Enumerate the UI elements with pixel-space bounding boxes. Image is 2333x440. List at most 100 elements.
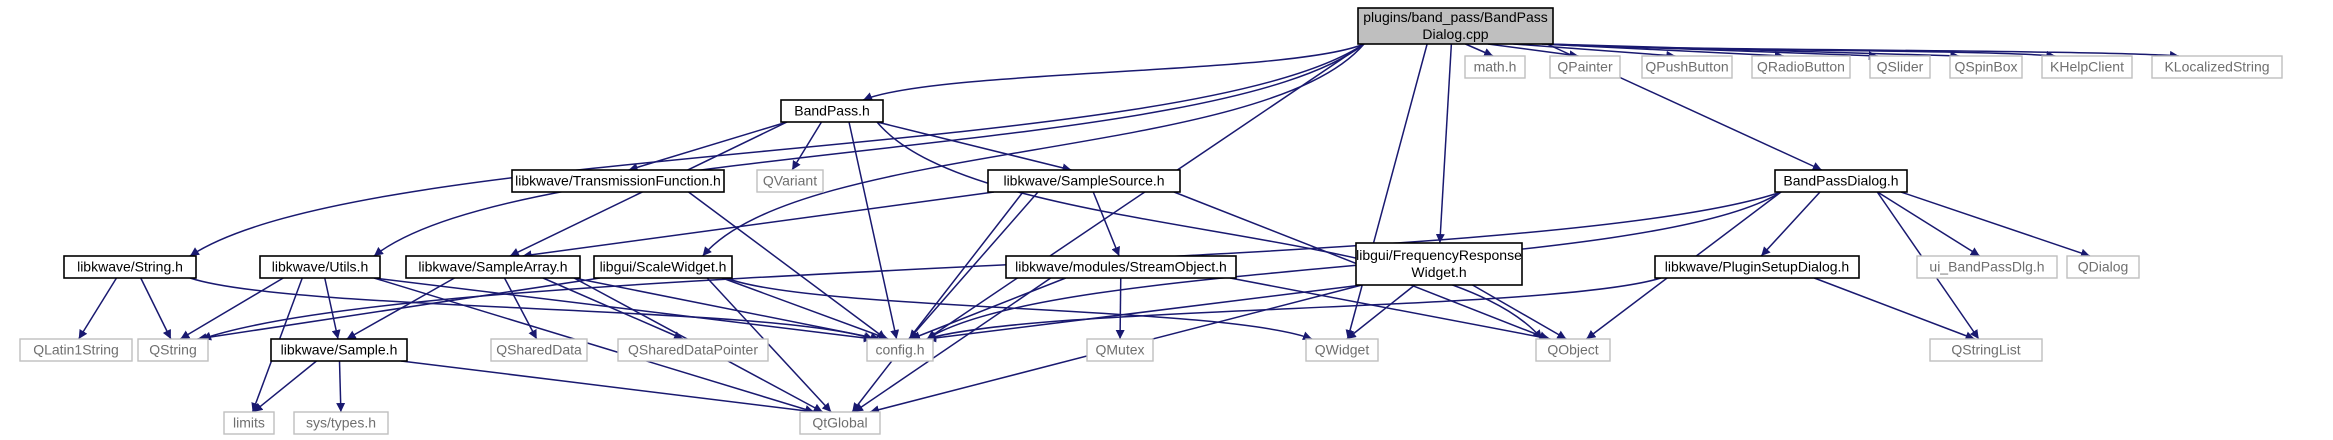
node-label: sys/types.h	[306, 415, 376, 431]
node-qobject: QObject	[1535, 338, 1611, 362]
edges-layer	[78, 43, 2179, 416]
node-label: QString	[149, 342, 196, 358]
edge-bandpassdialog-h-to-config-h	[926, 191, 1782, 340]
edge-scalewidget-to-qwidget	[725, 277, 1313, 341]
node-box	[1355, 242, 1523, 286]
node-label: QSpinBox	[1954, 59, 2017, 75]
node-label: QVariant	[763, 173, 817, 189]
node-box	[490, 338, 588, 362]
node-box	[756, 169, 824, 193]
node-box	[593, 255, 733, 279]
node-pluginsetup[interactable]: libkwave/PluginSetupDialog.h	[1654, 255, 1860, 279]
node-label: BandPass.h	[794, 103, 870, 119]
node-box	[1751, 55, 1851, 79]
edge-samplearray-to-config-h	[573, 277, 880, 342]
edge-samplesource-to-config-h	[908, 191, 1039, 340]
edge-bandpassdialog-h-to-qstring	[201, 191, 1782, 341]
node-label: QLatin1String	[33, 342, 119, 358]
node-qshareddatapointer: QSharedDataPointer	[617, 338, 769, 362]
edge-string-h-to-config-h	[189, 277, 874, 341]
node-label: Widget.h	[1411, 264, 1466, 280]
node-label: QWidget	[1315, 342, 1370, 358]
node-label: libkwave/Utils.h	[272, 259, 368, 275]
edge-root-to-freqresp	[1435, 43, 1453, 244]
node-label: Dialog.cpp	[1422, 26, 1488, 42]
edge-root-to-qwidget	[1345, 43, 1428, 340]
node-qradiobutton: QRadioButton	[1751, 55, 1851, 79]
edge-samplesource-to-streamobject	[1092, 191, 1120, 257]
node-samplearray[interactable]: libkwave/SampleArray.h	[405, 255, 581, 279]
node-label: QStringList	[1951, 342, 2020, 358]
node-qslider: QSlider	[1869, 55, 1931, 79]
node-box	[1305, 338, 1379, 362]
edge-root-to-bandpass-h	[862, 43, 1365, 101]
node-label: BandPassDialog.h	[1783, 173, 1898, 189]
node-klocalizedstring: KLocalizedString	[2151, 55, 2283, 79]
edge-sample-h-to-qtglobal	[400, 360, 816, 416]
node-box	[270, 338, 408, 362]
node-qlatin1string: QLatin1String	[19, 338, 133, 362]
node-box	[2066, 255, 2140, 279]
edge-sample-h-to-limits	[253, 360, 317, 413]
node-label: QSharedDataPointer	[628, 342, 758, 358]
node-samplesource[interactable]: libkwave/SampleSource.h	[987, 169, 1181, 193]
node-label: QtGlobal	[812, 415, 867, 431]
edge-root-to-string-h	[189, 43, 1365, 257]
node-box	[1929, 338, 2043, 362]
node-label: libkwave/SampleArray.h	[418, 259, 567, 275]
node-label: QMutex	[1095, 342, 1144, 358]
node-bandpass-h[interactable]: BandPass.h	[780, 99, 884, 123]
node-string-h[interactable]: libkwave/String.h	[63, 255, 197, 279]
node-box	[1464, 55, 1526, 79]
nodes-layer: plugins/band_pass/BandPassDialog.cppBand…	[19, 7, 2283, 435]
node-label: math.h	[1474, 59, 1517, 75]
node-utils-h[interactable]: libkwave/Utils.h	[259, 255, 381, 279]
edge-utils-h-to-qstring	[179, 277, 284, 340]
node-label: libkwave/Sample.h	[281, 342, 398, 358]
edge-streamobject-to-config-h	[910, 277, 1067, 340]
node-root[interactable]: plugins/band_pass/BandPassDialog.cpp	[1357, 7, 1554, 45]
node-box	[1641, 55, 1733, 79]
node-qshareddata: QSharedData	[490, 338, 588, 362]
node-ui-bandpassdlg: ui_BandPassDlg.h	[1916, 255, 2058, 279]
node-limits: limits	[223, 411, 275, 435]
edge-samplearray-to-qshareddatapointer	[542, 277, 684, 340]
edge-root-to-utils-h	[373, 43, 1365, 257]
node-box	[223, 411, 275, 435]
node-streamobject[interactable]: libkwave/modules/StreamObject.h	[1005, 255, 1237, 279]
node-scalewidget[interactable]: libgui/ScaleWidget.h	[593, 255, 733, 279]
node-config-h: config.h	[866, 338, 934, 362]
node-box	[780, 99, 884, 123]
node-label: QSlider	[1877, 59, 1924, 75]
node-label: QObject	[1547, 342, 1598, 358]
node-qvariant: QVariant	[756, 169, 824, 193]
node-systypes: sys/types.h	[293, 411, 389, 435]
edge-root-to-math-h	[1465, 43, 1494, 57]
node-sample-h[interactable]: libkwave/Sample.h	[270, 338, 408, 362]
edge-bandpassdialog-h-to-pluginsetup	[1760, 191, 1821, 257]
node-label: libkwave/String.h	[77, 259, 183, 275]
edge-scalewidget-to-qtglobal	[706, 277, 832, 413]
edge-bandpass-h-to-qobject	[876, 121, 1543, 340]
edge-bandpass-h-to-qvariant	[791, 121, 823, 171]
node-label: QDialog	[2078, 259, 2129, 275]
edge-utils-h-to-config-h	[373, 277, 874, 343]
node-qpushbutton: QPushButton	[1641, 55, 1733, 79]
node-qpainter: QPainter	[1549, 55, 1621, 79]
edge-transfunc-to-config-h	[688, 191, 887, 340]
node-box	[293, 411, 389, 435]
node-transfunc[interactable]: libkwave/TransmissionFunction.h	[511, 169, 725, 193]
node-box	[1774, 169, 1908, 193]
edge-string-h-to-qstring	[140, 277, 172, 340]
node-label: QSharedData	[496, 342, 582, 358]
node-bandpassdialog-h[interactable]: BandPassDialog.h	[1774, 169, 1908, 193]
edge-freqresp-to-config-h	[926, 284, 1363, 343]
node-box	[405, 255, 581, 279]
edge-root-to-qpainter	[1487, 43, 1579, 60]
node-qspinbox: QSpinBox	[1949, 55, 2023, 79]
edge-sample-h-to-systypes	[336, 360, 346, 413]
node-label: KHelpClient	[2050, 59, 2124, 75]
edge-streamobject-to-qtglobal	[853, 277, 1052, 413]
